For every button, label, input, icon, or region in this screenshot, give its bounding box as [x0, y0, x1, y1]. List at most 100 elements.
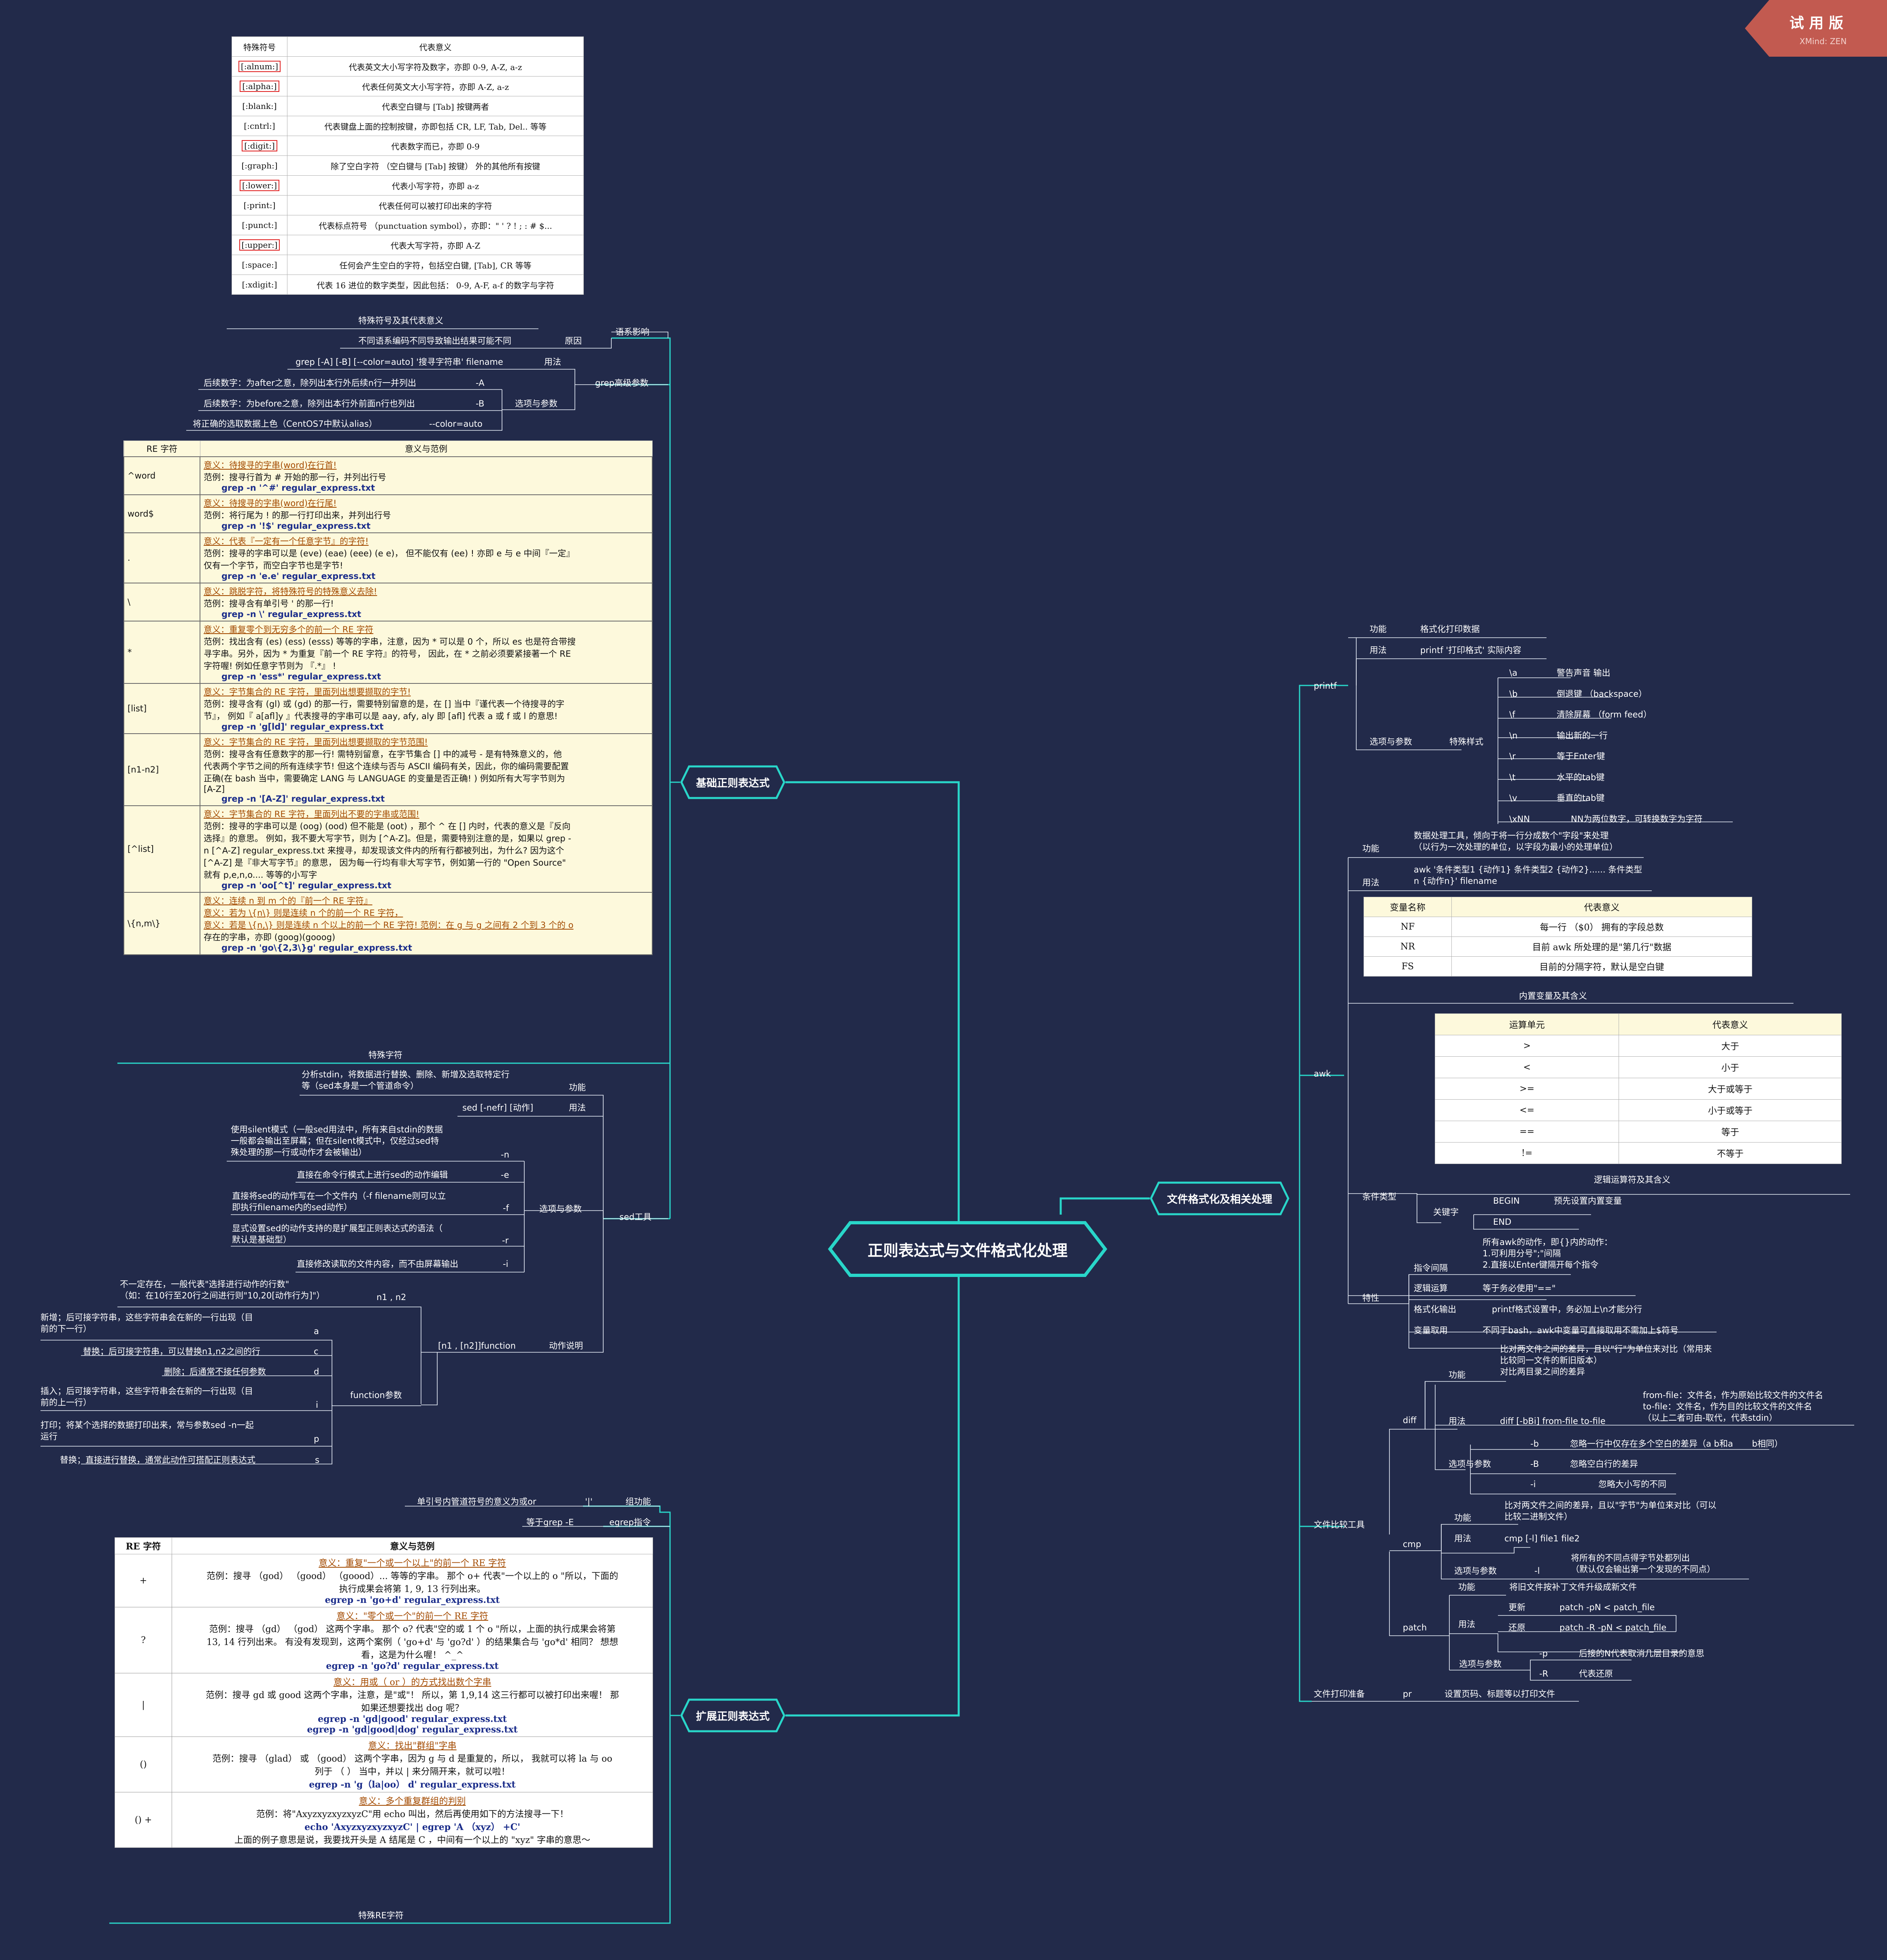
label-printf[interactable]: printf [1314, 681, 1337, 691]
label-pipe[interactable]: '|' [585, 1497, 593, 1507]
label-grep-usage[interactable]: grep [-A] [-B] [--color=auto] '搜寻字符串' fi… [296, 357, 503, 367]
label-cmd-interval[interactable]: 指令间隔 [1414, 1263, 1448, 1273]
label-var-use[interactable]: 变量取用 [1414, 1326, 1448, 1335]
label-fmt-out[interactable]: 格式化输出 [1414, 1305, 1456, 1314]
label-fp[interactable]: p [314, 1434, 319, 1444]
label-keyword[interactable]: 关键字 [1433, 1207, 1459, 1217]
label-cmp-options[interactable]: 选项与参数 [1454, 1566, 1497, 1576]
escape-desc[interactable]: 倒退键 （backspace） [1557, 689, 1647, 699]
label-printf-usage-desc[interactable]: printf '打印格式' 实际内容 [1420, 645, 1521, 655]
label-cmp-usage-desc[interactable]: cmp [-l] file1 file2 [1504, 1534, 1580, 1543]
escape-code[interactable]: \xNN [1509, 814, 1530, 824]
label-a-desc[interactable]: 新增；后可接字符串，这些字符串会在新的一行出现（目 前的下一行） [40, 1313, 253, 1334]
label-update[interactable]: 更新 [1508, 1602, 1525, 1612]
label-n1n2[interactable]: n1 , n2 [377, 1292, 406, 1302]
label-patch-func-desc[interactable]: 将旧文件按补丁文件升级成新文件 [1509, 1582, 1637, 1592]
label-awk-func-desc[interactable]: 数据处理工具，倾向于将一行分成数个"字段"来处理 （以行为一次处理的单位，以字段… [1414, 831, 1618, 852]
escape-code[interactable]: \t [1509, 772, 1516, 782]
label-restore-cmd[interactable]: patch -R -pN < patch_file [1559, 1623, 1667, 1632]
label-feature[interactable]: 特性 [1362, 1293, 1379, 1303]
label-awk-usage[interactable]: 用法 [1362, 878, 1379, 887]
escape-desc[interactable]: 警告声音 输出 [1557, 668, 1610, 678]
label-egrep[interactable]: egrep指令 [609, 1517, 651, 1527]
topic-basic-regex[interactable]: 基础正则表达式 [696, 777, 770, 790]
label-opt-r[interactable]: -r [502, 1236, 509, 1245]
label-cmp-func-desc[interactable]: 比对两文件之间的差异，且以"字节"为单位来对比（可以 比较二进制文件） [1504, 1500, 1717, 1522]
label-print-prep[interactable]: 文件打印准备 [1314, 1689, 1365, 1699]
label-fi[interactable]: i [316, 1400, 318, 1410]
label-e-desc[interactable]: 直接在命令行模式上进行sed的动作编辑 [297, 1170, 448, 1180]
label-fmt-out-desc[interactable]: printf格式设置中，务必加上\n才能分行 [1492, 1305, 1642, 1314]
label-function-line[interactable]: [n1 , [n2]]function [438, 1341, 516, 1351]
label-opt-b[interactable]: -b [1530, 1439, 1539, 1449]
topic-file-format[interactable]: 文件格式化及相关处理 [1167, 1193, 1272, 1206]
label-after-desc[interactable]: 后续数字：为after之意，除列出本行外后续n行一并列出 [204, 378, 416, 388]
label-opt-B[interactable]: -B [476, 399, 485, 409]
label-restore[interactable]: 还原 [1508, 1623, 1525, 1632]
label-opt-p[interactable]: -p [1539, 1649, 1548, 1658]
escape-desc[interactable]: 输出新的一行 [1557, 730, 1608, 741]
label-before-desc[interactable]: 后续数字：为before之意，除列出本行外前面n行也列出 [204, 399, 415, 409]
label-locale-reason[interactable]: 不同语系编码不同导致输出结果可能不同 [358, 336, 511, 346]
label-opt-B2-desc[interactable]: 忽略空白行的差异 [1570, 1459, 1638, 1469]
label-fa[interactable]: a [314, 1326, 319, 1336]
label-group-func[interactable]: 组功能 [625, 1497, 651, 1507]
label-cmp-func[interactable]: 功能 [1454, 1513, 1471, 1523]
label-diff-func[interactable]: 功能 [1449, 1370, 1466, 1380]
label-opt-f[interactable]: -f [503, 1203, 509, 1213]
label-sed-usage[interactable]: sed [-nefr] [动作] [462, 1103, 534, 1113]
label-silent-desc[interactable]: 使用silent模式（一般sed用法中，所有来自stdin的数据 一般都会输出至… [231, 1125, 443, 1157]
escape-desc[interactable]: 清除屏幕 （form feed） [1557, 710, 1652, 719]
escape-code[interactable]: \r [1509, 751, 1516, 761]
label-opt-p-desc[interactable]: 后接的N代表取消几层目录的意思 [1579, 1649, 1704, 1658]
label-pr-desc[interactable]: 设置页码、标题等以打印文件 [1445, 1689, 1555, 1699]
label-printf-usage[interactable]: 用法 [1370, 645, 1387, 655]
label-color-desc[interactable]: 将正确的选取数据上色（CentOS7中默认alias） [193, 419, 377, 429]
label-sed-tool[interactable]: sed工具 [619, 1212, 652, 1222]
label-fd[interactable]: d [314, 1367, 319, 1377]
label-opt-n[interactable]: -n [501, 1150, 509, 1160]
escape-desc[interactable]: 水平的tab键 [1557, 772, 1605, 782]
label-fc[interactable]: c [314, 1347, 319, 1356]
label-logic-ops[interactable]: 逻辑运算符及其含义 [1594, 1175, 1670, 1185]
label-logic[interactable]: 逻辑运算 [1414, 1283, 1448, 1293]
label-opt-R-desc[interactable]: 代表还原 [1579, 1669, 1613, 1679]
label-d-desc[interactable]: 删除；后通常不接任何参数 [164, 1367, 266, 1377]
central-topic[interactable]: 正则表达式与文件格式化处理 [867, 1241, 1068, 1260]
label-sed-options[interactable]: 选项与参数 [539, 1204, 582, 1214]
escape-code[interactable]: \b [1509, 689, 1518, 699]
label-c-desc[interactable]: 替换；后可接字符串，可以替换n1,n2之间的行 [83, 1347, 261, 1356]
label-special-re[interactable]: 特殊RE字符 [358, 1911, 404, 1920]
label-patch-func[interactable]: 功能 [1458, 1582, 1475, 1592]
label-cond-type[interactable]: 条件类型 [1362, 1192, 1396, 1202]
label-diff-options[interactable]: 选项与参数 [1449, 1459, 1491, 1469]
label-var-use-desc[interactable]: 不同于bash，awk中变量可直接取用不需加上$符号 [1483, 1326, 1679, 1335]
label-printf-options[interactable]: 选项与参数 [1370, 737, 1412, 747]
label-builtin-vars[interactable]: 内置变量及其含义 [1519, 991, 1587, 1001]
label-func-params[interactable]: function参数 [350, 1390, 402, 1400]
escape-code[interactable]: \a [1509, 668, 1517, 678]
label-patch-options[interactable]: 选项与参数 [1459, 1659, 1502, 1669]
label-opt-i2-desc[interactable]: 忽略大小写的不同 [1598, 1479, 1666, 1489]
label-opt-B2[interactable]: -B [1530, 1459, 1539, 1469]
topic-extended-regex[interactable]: 扩展正则表达式 [696, 1710, 770, 1723]
label-diff-func-desc[interactable]: 比对两文件之间的差异，且以"行"为单位来对比（常用来 比较同一文件的新旧版本） … [1500, 1344, 1712, 1377]
label-f-desc[interactable]: 直接将sed的动作写在一个文件内（-f filename则可以立 即执行file… [232, 1191, 446, 1212]
label-options[interactable]: 选项与参数 [515, 399, 557, 409]
escape-code[interactable]: \v [1509, 793, 1517, 803]
label-awk-func[interactable]: 功能 [1362, 844, 1379, 853]
label-diff[interactable]: diff [1403, 1415, 1417, 1425]
label-diff-usage-desc[interactable]: diff [-bBi] from-file to-file [1500, 1416, 1606, 1426]
label-patch[interactable]: patch [1403, 1623, 1427, 1632]
label-i-desc[interactable]: 直接修改读取的文件内容，而不由屏幕输出 [297, 1259, 458, 1269]
label-opt-l-desc[interactable]: 将所有的不同点得字节处都列出 （默认仅会输出第一个发现的不同点） [1571, 1553, 1715, 1574]
label-locale-effect[interactable]: 语系影响 [615, 327, 649, 337]
escape-code[interactable]: \n [1509, 730, 1518, 741]
label-opt-l[interactable]: -l [1534, 1566, 1540, 1576]
label-diff-usage[interactable]: 用法 [1449, 1416, 1466, 1426]
escape-desc[interactable]: 垂直的tab键 [1557, 793, 1605, 803]
label-logic-desc[interactable]: 等于务必使用"==" [1483, 1283, 1556, 1293]
label-opt-A[interactable]: -A [476, 378, 485, 388]
label-printf-func[interactable]: 功能 [1370, 624, 1387, 634]
label-cmp[interactable]: cmp [1403, 1539, 1421, 1549]
